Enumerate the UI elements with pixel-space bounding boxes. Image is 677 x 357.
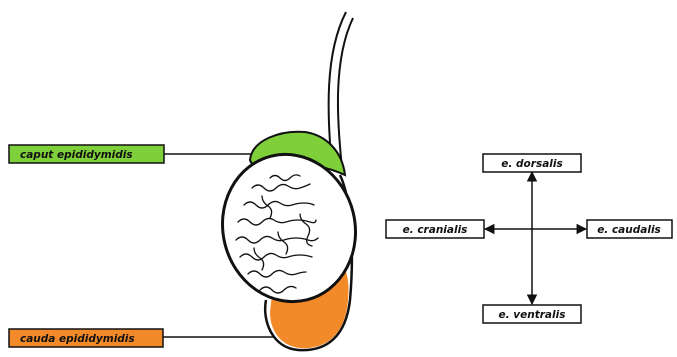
- ventral-label: e. ventralis: [499, 309, 566, 321]
- caudal-label: e. caudalis: [597, 224, 661, 236]
- spermatic-cord: [329, 12, 353, 168]
- cauda-label: cauda epididymidis: [20, 333, 135, 345]
- cranial-label: e. cranialis: [403, 224, 468, 236]
- cauda-label-group: cauda epididymidis: [9, 329, 274, 347]
- caput-label-group: caput epididymidis: [9, 145, 252, 163]
- dorsal-label: e. dorsalis: [501, 158, 562, 170]
- orientation-cross: e. dorsalis e. ventralis e. cranialis e.…: [386, 154, 672, 323]
- caput-label: caput epididymidis: [20, 149, 133, 161]
- spermatic-cord-outer-line: [338, 18, 353, 168]
- spermatic-cord-inner-line: [329, 12, 346, 158]
